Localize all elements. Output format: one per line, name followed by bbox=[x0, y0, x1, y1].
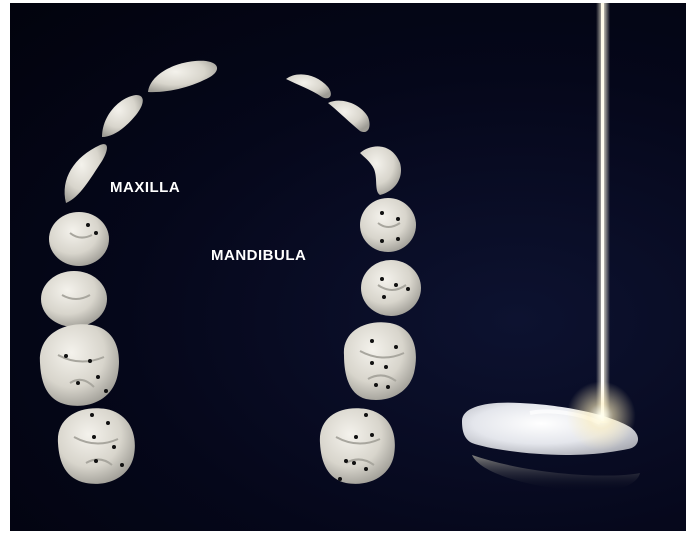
mandibula-premolar-2 bbox=[361, 260, 421, 316]
dental-arches-image: MAXILLA MANDIBULA bbox=[10, 3, 686, 531]
maxilla-molar-1 bbox=[40, 324, 119, 406]
inlay-reflection bbox=[472, 455, 640, 491]
teeth-illustration bbox=[10, 3, 686, 531]
maxilla-incisor-lateral bbox=[102, 95, 143, 137]
maxilla-premolar-1 bbox=[49, 212, 109, 266]
maxilla-canine bbox=[65, 144, 107, 203]
mandibula-label: MANDIBULA bbox=[211, 247, 306, 264]
mandibula-premolar-1 bbox=[360, 198, 416, 252]
light-beam-core bbox=[601, 3, 604, 421]
maxilla-label: MAXILLA bbox=[110, 179, 180, 196]
maxilla-incisor-central bbox=[148, 61, 217, 92]
mandibula-incisor-lateral bbox=[328, 101, 370, 132]
mandibula-canine bbox=[360, 146, 401, 195]
light-glow bbox=[566, 381, 636, 451]
mandibula-molar-1 bbox=[344, 322, 416, 400]
maxilla-molar-2 bbox=[58, 408, 135, 484]
mandibula-incisor-central bbox=[286, 74, 331, 98]
maxilla-premolar-2 bbox=[41, 271, 107, 327]
mandibula-molar-2 bbox=[320, 408, 395, 484]
